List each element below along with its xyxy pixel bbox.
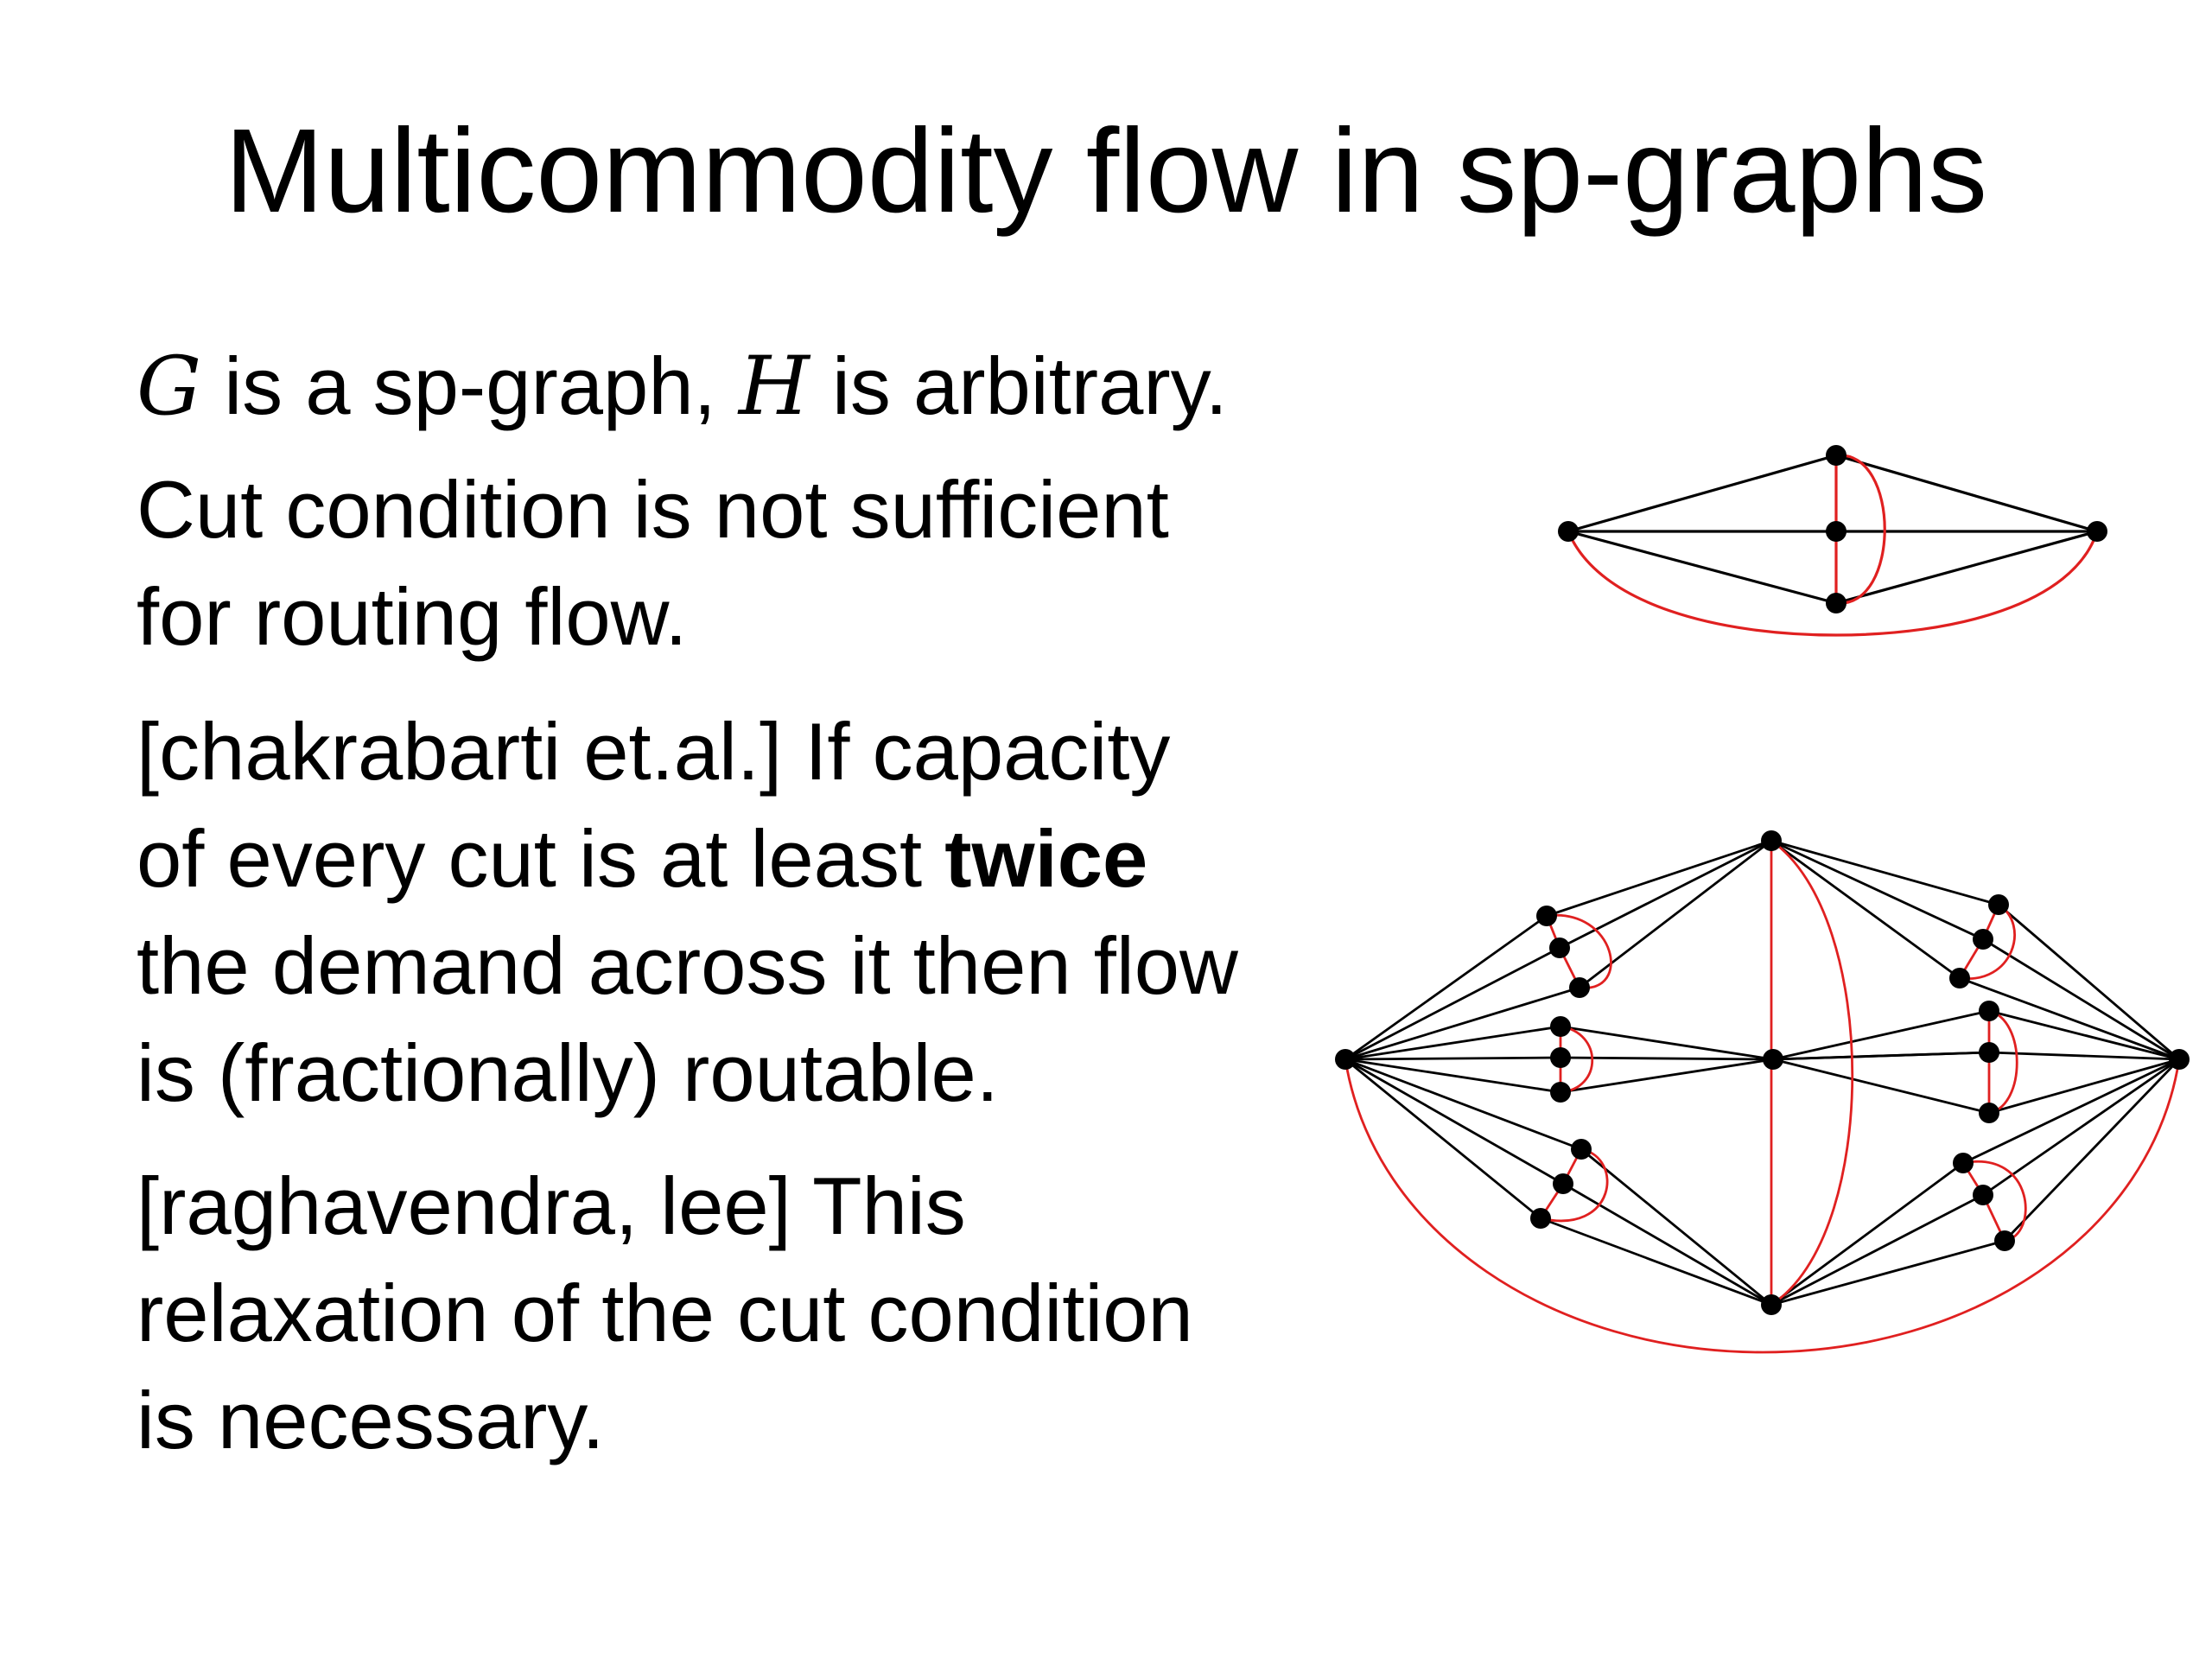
large-graph-demand-edges: [1344, 839, 2181, 1354]
paragraph-chakrabarti-line-2: of every cut is at least twice: [137, 805, 1398, 912]
math-var-h: H: [738, 340, 810, 434]
paragraph-raghavendra-line-2: relaxation of the cut condition: [137, 1268, 1193, 1358]
paragraph-raghavendra-line-3: is necessary.: [137, 1375, 605, 1465]
paragraph-cut-condition-line-1: Cut condition is not sufficient: [137, 464, 1169, 555]
paragraph-graph-types: G is a sp-graph, H is arbitrary.: [137, 333, 1398, 441]
slide-title: Multicommodity flow in sp-graphs: [224, 105, 1987, 238]
paragraph-chakrabarti-line-4: is (fractionally) routable.: [137, 1027, 999, 1118]
large-graph-edges: [1344, 839, 2181, 1306]
large-sp-graph: [1335, 830, 2190, 1354]
paragraph-raghavendra-line-1: [raghavendra, lee] This: [137, 1160, 966, 1251]
paragraph-cut-condition-line-2: for routing flow.: [137, 571, 688, 662]
small-sp-graph: [1558, 445, 2107, 637]
paragraph-chakrabarti-line-1: [chakrabarti et.al.] If capacity: [137, 706, 1171, 797]
emphasis-twice: twice: [944, 813, 1148, 904]
math-var-g: G: [137, 340, 202, 434]
p3-line2-text: of every cut is at least: [137, 813, 945, 904]
small-graph-nodes: [1558, 445, 2107, 613]
paragraph-chakrabarti-line-3: the demand across it then flow: [137, 920, 1238, 1011]
p1-text-1: is a sp-graph,: [201, 340, 739, 431]
large-graph-nodes: [1335, 830, 2190, 1315]
small-graph-edges: [1567, 454, 2098, 605]
p1-text-2: is arbitrary.: [809, 340, 1228, 431]
